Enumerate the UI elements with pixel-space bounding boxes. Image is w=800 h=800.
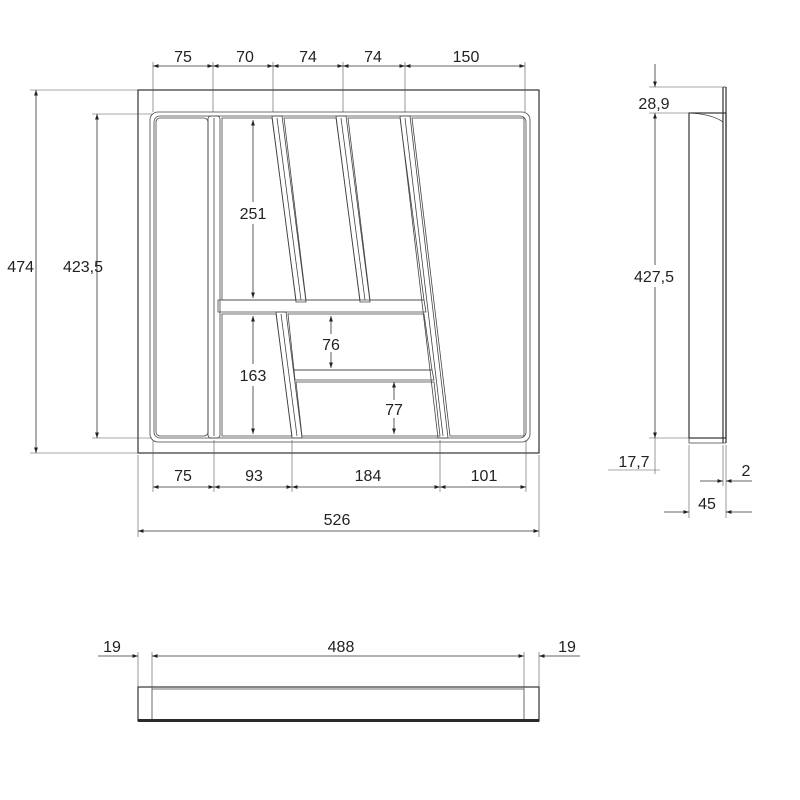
dim-compartment-mid-a: 76 bbox=[322, 337, 340, 354]
dim-top-1: 75 bbox=[174, 49, 192, 66]
front-profile bbox=[137, 686, 540, 722]
compartment-right bbox=[411, 117, 525, 437]
bottom-dimension-chain: 75 93 184 101 526 bbox=[137, 440, 540, 537]
compartment-middle-76 bbox=[287, 313, 433, 371]
dim-overall-width: 526 bbox=[324, 512, 351, 529]
divider-slant-2 bbox=[335, 115, 371, 303]
dim-top-2: 70 bbox=[236, 49, 254, 66]
dim-bottom-3: 184 bbox=[355, 468, 382, 485]
dim-top-4: 74 bbox=[364, 49, 382, 66]
divider-slant-lower bbox=[275, 311, 303, 439]
side-view: 28,9 427,5 17,7 2 45 bbox=[608, 64, 752, 518]
divider-horizontal-1 bbox=[217, 299, 427, 313]
compartment-top-2 bbox=[283, 117, 361, 301]
divider-horizontal-2 bbox=[293, 369, 435, 381]
dim-front-right: 19 bbox=[558, 639, 576, 656]
dim-bottom-1: 75 bbox=[174, 468, 192, 485]
dim-top-3: 74 bbox=[299, 49, 317, 66]
dim-side-bottom: 17,7 bbox=[618, 454, 649, 471]
tray-inner-rim bbox=[149, 111, 531, 443]
divider-slant-3 bbox=[399, 115, 449, 439]
dim-side-height: 427,5 bbox=[634, 269, 674, 286]
compartment-dimensions: 251 163 76 77 bbox=[234, 120, 409, 434]
dim-front-middle: 488 bbox=[328, 639, 355, 656]
top-dimension-chain: 75 70 74 74 150 bbox=[152, 49, 526, 112]
dim-top-5: 150 bbox=[453, 49, 480, 66]
dim-inner-height: 423,5 bbox=[63, 259, 103, 276]
divider-vertical-1 bbox=[207, 115, 221, 439]
dim-compartment-mid-b: 77 bbox=[385, 402, 403, 419]
dim-overall-height: 474 bbox=[7, 259, 34, 276]
divider-slant-1 bbox=[271, 115, 307, 303]
dim-compartment-long: 251 bbox=[240, 206, 267, 223]
compartment-left bbox=[155, 117, 209, 437]
dim-side-top: 28,9 bbox=[638, 96, 669, 113]
side-profile bbox=[688, 112, 727, 439]
front-view: 19 488 19 bbox=[98, 639, 580, 722]
dim-bottom-4: 101 bbox=[471, 468, 498, 485]
tray-outer-outline bbox=[137, 89, 540, 454]
left-dimension-chain: 474 423,5 bbox=[7, 89, 152, 454]
tray-inner-rim-2 bbox=[153, 115, 527, 439]
dim-bottom-2: 93 bbox=[245, 468, 263, 485]
compartment-bottom-77 bbox=[295, 381, 441, 437]
dim-front-left: 19 bbox=[103, 639, 121, 656]
dim-side-depth: 45 bbox=[698, 496, 716, 513]
compartment-top-3 bbox=[347, 117, 425, 301]
dim-side-wall: 2 bbox=[742, 463, 751, 480]
top-view bbox=[137, 89, 540, 454]
dim-compartment-short: 163 bbox=[240, 368, 267, 385]
